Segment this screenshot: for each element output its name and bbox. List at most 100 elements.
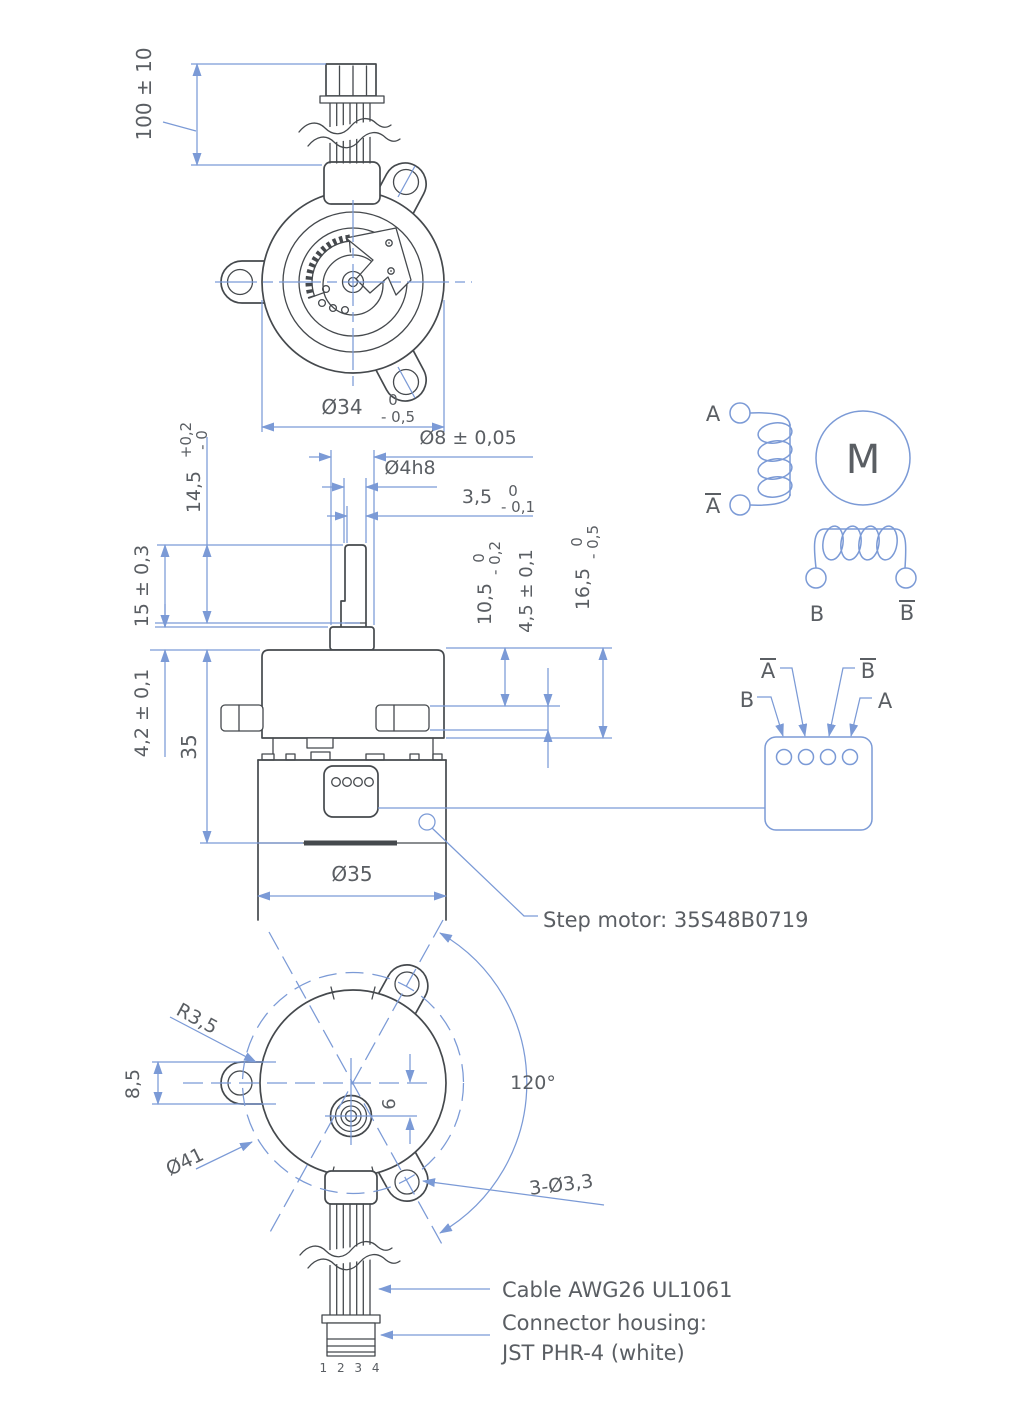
dim-ear-top-offset-tol-lower: - 0,2 xyxy=(486,541,504,575)
motor-symbol-label: M xyxy=(846,437,881,483)
dim-shaft-dia: Ø4h8 xyxy=(322,457,437,543)
pin-4 xyxy=(841,748,859,766)
dim-body-height-label: 35 xyxy=(177,734,201,759)
side-connector xyxy=(323,765,379,818)
dim-gearhead-height: 16,5 0 - 0,5 xyxy=(568,525,608,739)
motor-circle xyxy=(815,410,911,506)
bottom-cable-break xyxy=(299,1240,401,1271)
dim-shaft-length: 15 ± 0,3 xyxy=(131,544,170,628)
connector-housing-label-1: Connector housing: xyxy=(502,1311,707,1335)
pin-numbers-label: 1 2 3 4 xyxy=(320,1361,383,1375)
dim-bolt-circle: Ø41 xyxy=(163,1141,253,1181)
pin-a-bar-label: A xyxy=(761,659,776,683)
dim-flat-length-label: 14,5 xyxy=(183,471,205,513)
cable-callouts: Cable AWG26 UL1061 Connector housing: JS… xyxy=(378,1278,732,1365)
dim-gearhead-height-tol-upper: 0 xyxy=(568,537,586,547)
dim-ear-angle-label: 120° xyxy=(510,1072,556,1094)
pin-1 xyxy=(775,748,793,766)
dim-ear-thickness: 4,5 ± 0,1 xyxy=(516,549,553,768)
side-ear-left xyxy=(220,704,264,732)
dim-motor-dia: Ø35 xyxy=(257,862,447,901)
dim-shaft-dia-label: Ø4h8 xyxy=(384,457,435,479)
dim-flat-length-tol-lower: - 0 xyxy=(193,430,211,450)
bottom-connector: 1 2 3 4 xyxy=(320,1314,383,1375)
motor-top-notches xyxy=(261,753,443,761)
side-boss xyxy=(329,626,375,651)
phase-a-label: A xyxy=(706,402,721,426)
side-ear-right xyxy=(375,704,430,732)
pin-3 xyxy=(819,748,837,766)
dim-shaft-flat-label: 3,5 xyxy=(462,486,492,508)
side-shaft xyxy=(340,544,367,627)
dim-mounting-holes: 3-Ø3,3 xyxy=(422,1170,605,1206)
pin-b-label: B xyxy=(740,688,754,712)
dim-bolt-circle-label: Ø41 xyxy=(163,1144,208,1181)
dim-body-height: 35 xyxy=(177,649,212,844)
step-motor-callout: Step motor: 35S48B0719 xyxy=(418,813,809,932)
side-connector-pins xyxy=(331,777,374,787)
dim-gearhead-dia-tol-upper: 0 xyxy=(388,391,398,409)
winding-schematic: M A A B B xyxy=(705,402,917,626)
pin-diagram: B A B A xyxy=(378,658,893,831)
dim-cable-length-label: 100 ± 10 xyxy=(132,47,156,140)
dim-shaft-length-label: 15 ± 0,3 xyxy=(131,545,153,627)
dim-gearhead-height-label: 16,5 xyxy=(572,568,594,610)
dim-gearhead-dia: Ø34 0 - 0,5 xyxy=(261,300,445,432)
top-cable-break xyxy=(298,117,401,149)
terminal-a-bar xyxy=(729,494,751,516)
bottom-centerline-diag2 xyxy=(268,931,444,1247)
step-motor-label: Step motor: 35S48B0719 xyxy=(543,908,809,932)
pin-2 xyxy=(797,748,815,766)
dim-cable-length: 100 ± 10 xyxy=(132,47,326,166)
terminal-b xyxy=(805,567,827,589)
callout-circle xyxy=(418,813,436,831)
top-connector xyxy=(319,63,385,104)
screw-mark-upper xyxy=(397,165,416,198)
bottom-centerline-diag1 xyxy=(268,919,444,1235)
rotor-holes xyxy=(317,284,350,315)
dim-ear-thickness-label: 4,5 ± 0,1 xyxy=(516,549,537,633)
dim-ear-radius: R3,5 xyxy=(169,999,257,1063)
dim-boss-height-label: 4,2 ± 0,1 xyxy=(131,669,153,757)
dim-ear-top-offset: 10,5 0 - 0,2 xyxy=(470,541,510,707)
bottom-cable-gland xyxy=(324,1170,378,1205)
dim-flat-length-tol-upper: +0,2 xyxy=(177,422,195,458)
phase-a-bar-label: A xyxy=(706,494,721,518)
top-view xyxy=(215,63,472,402)
dim-boss-dia: Ø8 ± 0,05 xyxy=(309,427,533,625)
pin-diagram-housing xyxy=(764,736,873,831)
dim-ear-radius-label: R3,5 xyxy=(173,999,222,1039)
pin-b-bar-label: B xyxy=(861,659,875,683)
dim-boss-dia-label: Ø8 ± 0,05 xyxy=(419,427,516,449)
phase-b-bar-label: B xyxy=(900,601,914,625)
side-ext-lines-right xyxy=(430,647,612,739)
coil-a xyxy=(757,422,793,498)
dim-ear-top-offset-tol-upper: 0 xyxy=(470,553,488,563)
dim-ear-angle: 120° xyxy=(439,932,556,1234)
dim-gearhead-height-tol-lower: - 0,5 xyxy=(584,525,602,559)
dim-flat-length: 14,5 +0,2 - 0 xyxy=(177,422,212,624)
screw-mark-lower xyxy=(397,366,416,399)
dim-shaft-flat-tol-lower: - 0,1 xyxy=(501,498,535,516)
terminal-b-bar xyxy=(895,567,917,589)
dim-ear-width-label: 8,5 xyxy=(122,1069,144,1099)
dim-motor-dia-label: Ø35 xyxy=(331,862,372,886)
dim-shaft-flat: 3,5 0 - 0,1 xyxy=(327,482,535,543)
bolt-circle xyxy=(241,971,465,1195)
cable-label: Cable AWG26 UL1061 xyxy=(502,1278,732,1302)
rotor-plate-screws xyxy=(385,239,395,275)
dim-boss-height: 4,2 ± 0,1 xyxy=(131,604,170,757)
dim-mounting-holes-label: 3-Ø3,3 xyxy=(528,1170,594,1200)
dim-gearhead-dia-label: Ø34 xyxy=(321,395,362,419)
dim-shaft-offset-label: 6 xyxy=(379,1098,400,1109)
dim-shaft-offset: 6 xyxy=(379,1054,415,1144)
coil-b xyxy=(822,525,898,561)
dim-shaft-flat-tol-upper: 0 xyxy=(508,482,518,500)
dim-ear-top-offset-label: 10,5 xyxy=(474,583,496,625)
terminal-a xyxy=(729,402,751,424)
top-cable-gland xyxy=(323,161,381,205)
side-motor-body xyxy=(257,753,447,921)
side-view xyxy=(220,544,447,921)
phase-b-label: B xyxy=(810,602,824,626)
